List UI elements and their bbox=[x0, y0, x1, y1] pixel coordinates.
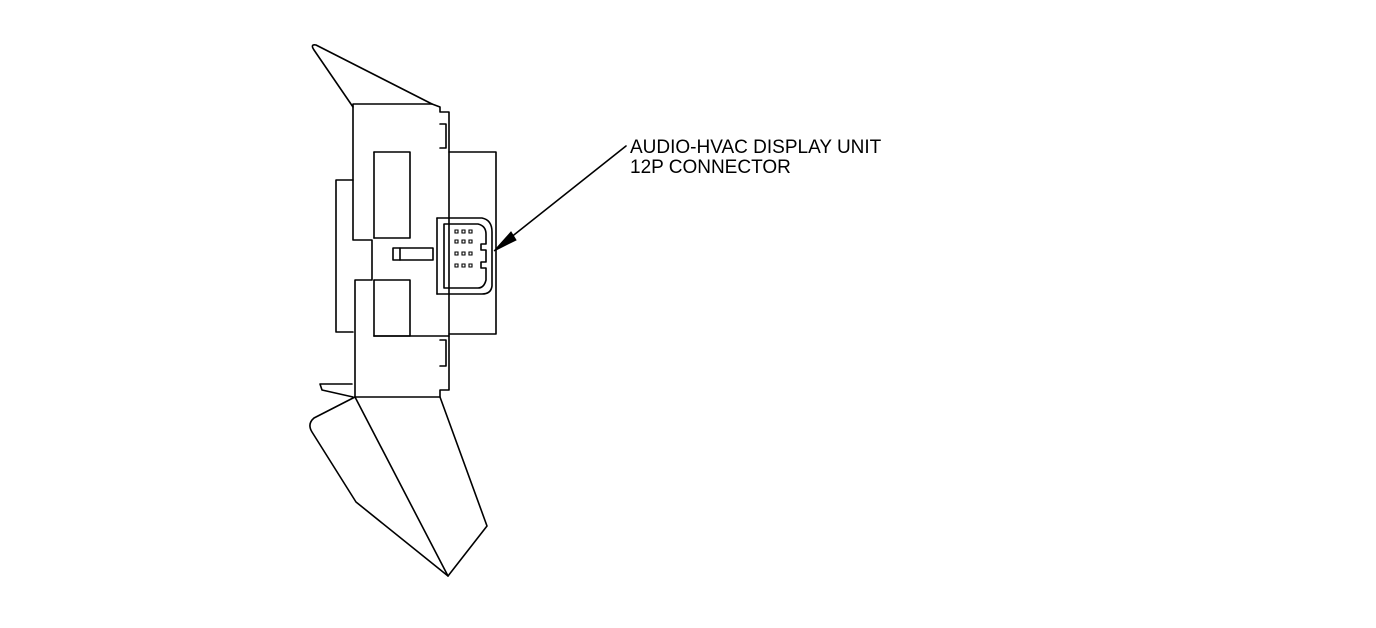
unit-body bbox=[352, 103, 450, 398]
rear-plate bbox=[335, 179, 354, 333]
leader-arrow bbox=[499, 145, 627, 247]
side-tab-top bbox=[439, 123, 447, 149]
center-slot bbox=[392, 247, 434, 261]
side-plate bbox=[448, 151, 497, 335]
bottom-clip bbox=[319, 383, 354, 398]
top-flange bbox=[311, 44, 433, 108]
callout-line-2: 12P CONNECTOR bbox=[630, 157, 791, 178]
callout-line-1: AUDIO-HVAC DISPLAY UNIT bbox=[630, 137, 882, 158]
connector-pins bbox=[454, 229, 473, 268]
side-tab-bottom bbox=[439, 339, 447, 367]
connector-housing bbox=[436, 217, 493, 295]
connector-callout-label: AUDIO-HVAC DISPLAY UNIT 12P CONNECTOR bbox=[630, 138, 881, 178]
bottom-flange bbox=[309, 396, 488, 577]
arrowhead bbox=[493, 231, 517, 252]
